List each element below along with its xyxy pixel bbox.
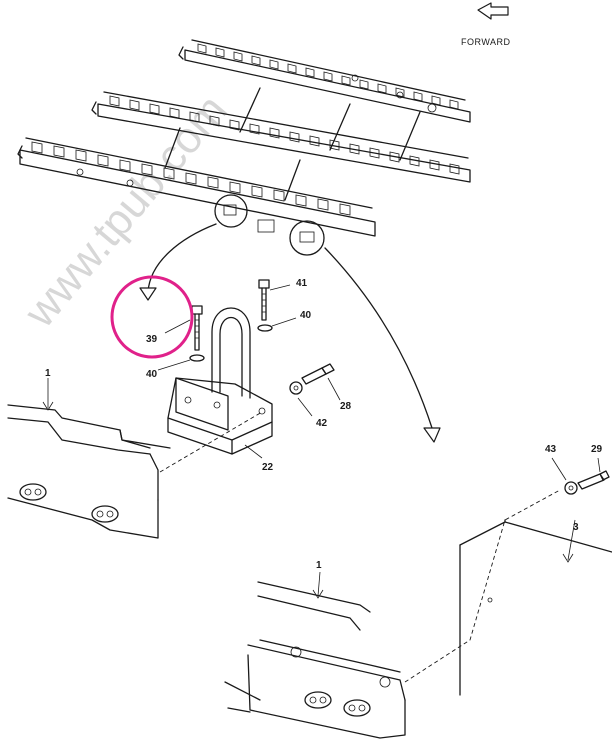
callout-41: 41 [296, 278, 308, 289]
channel-beam-left [7, 404, 171, 539]
callout-42: 42 [316, 418, 328, 429]
callout-40-left: 40 [146, 369, 158, 380]
u-bolt-bracket-assembly [167, 279, 335, 455]
roller-conveyor-assembly [17, 39, 471, 256]
forward-arrow-icon [477, 2, 509, 20]
callout-40-right: 40 [300, 310, 312, 321]
callout-28: 28 [340, 401, 352, 412]
callout-29: 29 [591, 444, 603, 455]
callout-1-right: 1 [316, 560, 322, 571]
alignment-line-right [404, 489, 561, 683]
callout-22: 22 [262, 462, 274, 473]
callout-leaders [42, 284, 601, 599]
fastener-cluster-left [19, 483, 119, 523]
alignment-line-left [159, 411, 263, 473]
callout-43: 43 [545, 444, 557, 455]
detail-circle-left [214, 194, 248, 228]
leader-arrow-right [324, 247, 433, 429]
forward-label: FORWARD [461, 37, 511, 47]
bolt-29-and-washer-43 [564, 470, 610, 495]
fastener-cluster-right [290, 646, 391, 717]
detail-circle-right [289, 220, 325, 256]
leader-arrow-left [147, 223, 217, 293]
highlight-circle [110, 275, 194, 359]
callout-1-left: 1 [45, 368, 51, 379]
watermark: www.tpub.com [14, 86, 236, 337]
callout-39: 39 [146, 334, 158, 345]
callout-3: 3 [573, 522, 579, 533]
channel-beam-right [224, 519, 612, 739]
